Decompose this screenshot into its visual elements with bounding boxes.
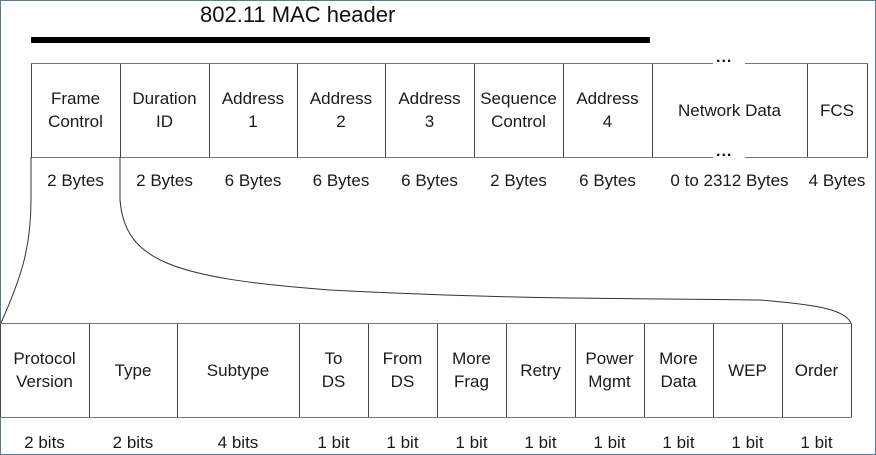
field-size: 6 Bytes	[224, 171, 282, 190]
field-network-data: Network Data	[652, 63, 807, 157]
field-divider	[713, 323, 714, 417]
title-text: 802.11 MAC header	[200, 2, 396, 27]
field-divider	[368, 323, 369, 417]
field-label: Type	[114, 360, 152, 380]
field-divider	[297, 63, 298, 157]
field-size: 2 bits	[112, 433, 154, 452]
field-label: WEP	[728, 360, 767, 380]
row-border	[0, 323, 852, 324]
row-border	[0, 417, 852, 418]
field-wep: WEP	[713, 323, 782, 417]
field-divider	[867, 63, 868, 157]
field-divider	[807, 63, 808, 157]
field-divider	[385, 63, 386, 157]
field-divider	[120, 63, 121, 157]
ellipsis-marker: ...	[716, 49, 733, 66]
field-size: 6 Bytes	[579, 171, 636, 190]
row-border	[31, 63, 713, 64]
right-expansion-curve	[119, 157, 852, 324]
field-size: 1 bit	[317, 433, 350, 452]
field-subtype: Subtype	[177, 323, 299, 417]
field-type: Type	[89, 323, 177, 417]
field-label: Network Data	[678, 100, 781, 120]
field-size: 1 bit	[455, 433, 488, 452]
field-size: 2 Bytes	[490, 171, 547, 190]
row-border	[745, 157, 868, 158]
mac-header-span-bar	[31, 37, 650, 43]
field-size: 4 Bytes	[808, 171, 866, 190]
row-border	[31, 157, 713, 158]
field-size: 1 bit	[524, 433, 557, 452]
field-label: Subtype	[206, 360, 270, 380]
field-retry: Retry	[506, 323, 575, 417]
field-size: 2 Bytes	[47, 171, 104, 190]
field-divider	[299, 323, 300, 417]
field-divider	[644, 323, 645, 417]
field-divider	[851, 323, 852, 417]
field-divider	[209, 63, 210, 157]
row-border	[745, 63, 868, 64]
field-size: 1 bit	[800, 433, 833, 452]
field-size: 1 bit	[593, 433, 626, 452]
field-divider	[563, 63, 564, 157]
field-size: 6 Bytes	[401, 171, 458, 190]
field-size: 4 bits	[217, 433, 259, 452]
field-divider	[437, 323, 438, 417]
field-label: Retry	[520, 360, 561, 380]
field-size: 1 bit	[731, 433, 764, 452]
field-divider	[782, 323, 783, 417]
field-divider	[474, 63, 475, 157]
field-size: 1 bit	[662, 433, 695, 452]
field-size: 6 Bytes	[312, 171, 370, 190]
field-divider	[575, 323, 576, 417]
field-fcs: FCS	[807, 63, 867, 157]
field-divider	[506, 323, 507, 417]
field-divider	[177, 323, 178, 417]
field-divider	[0, 323, 1, 417]
field-size: 0 to 2312 Bytes	[670, 171, 789, 190]
ellipsis-marker: ...	[716, 143, 733, 160]
field-order: Order	[782, 323, 851, 417]
field-label: FCS	[820, 100, 854, 120]
field-size: 2 bits	[24, 433, 65, 452]
left-expansion-curve	[0, 157, 32, 324]
field-size: 1 bit	[386, 433, 419, 452]
field-label: Order	[794, 360, 839, 380]
field-divider	[89, 323, 90, 417]
field-divider	[652, 63, 653, 157]
field-divider	[31, 63, 32, 157]
field-size: 2 Bytes	[136, 171, 193, 190]
